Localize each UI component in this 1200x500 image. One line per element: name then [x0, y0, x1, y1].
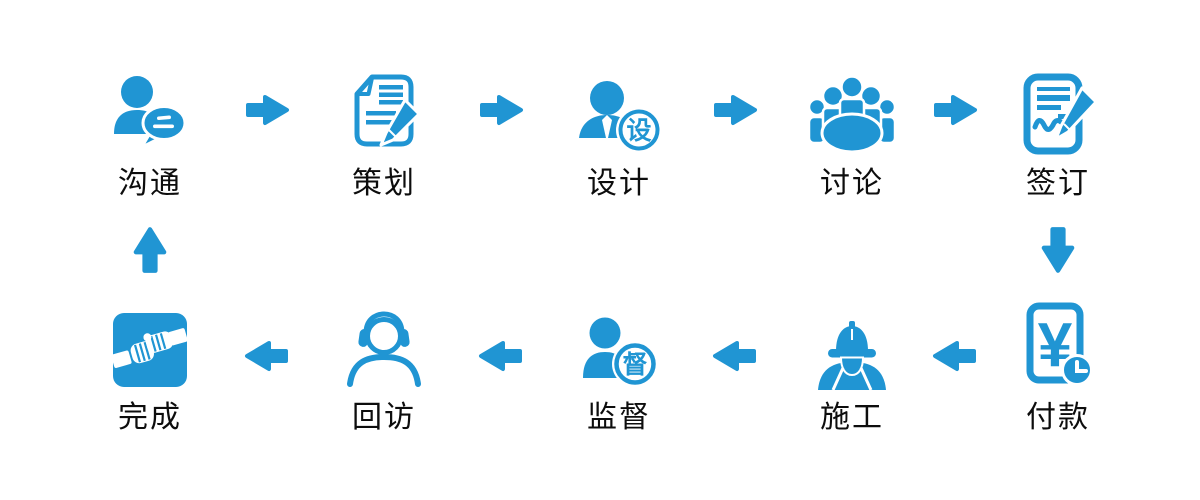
- arrow-down-icon: [1039, 225, 1077, 280]
- step-planning: 策划: [294, 62, 474, 200]
- step-discussion: 讨论: [762, 62, 942, 200]
- arrow-right-icon: [932, 93, 978, 132]
- arrow-right-icon: [244, 93, 290, 132]
- badge-char: 督: [622, 351, 647, 379]
- step-label: 设计: [587, 167, 651, 200]
- step-label: 施工: [820, 401, 884, 434]
- step-label: 签订: [1026, 167, 1090, 200]
- arrow-right-icon: [478, 93, 524, 132]
- arrow-left-icon: [478, 339, 524, 378]
- document-pen-icon: [341, 62, 427, 156]
- step-payment: ¥ 付款: [968, 296, 1148, 434]
- payment-clock-icon: ¥: [1017, 296, 1099, 390]
- step-label: 沟通: [118, 167, 182, 200]
- badge-char: 设: [626, 117, 651, 145]
- step-label: 付款: [1026, 401, 1090, 434]
- step-completion: 完成: [60, 296, 240, 434]
- step-label: 策划: [352, 167, 416, 200]
- construction-worker-icon: [806, 296, 898, 390]
- step-construction: 施工: [762, 296, 942, 434]
- step-follow-up: 回访: [294, 296, 474, 434]
- step-label: 回访: [352, 401, 416, 434]
- step-label: 监督: [587, 401, 651, 434]
- supervisor-badge-icon: 督: [577, 296, 661, 390]
- step-communication: 沟通: [60, 62, 240, 200]
- arrow-right-icon: [712, 93, 758, 132]
- arrow-left-icon: [712, 339, 758, 378]
- step-label: 完成: [118, 401, 182, 434]
- arrow-left-icon: [932, 339, 978, 378]
- arrow-left-icon: [244, 339, 290, 378]
- chat-user-icon: [108, 62, 192, 156]
- meeting-icon: [808, 62, 896, 156]
- designer-badge-icon: 设: [575, 62, 663, 156]
- arrow-up-icon: [131, 225, 169, 280]
- step-signing: 签订: [968, 62, 1148, 200]
- contract-sign-icon: [1014, 62, 1102, 156]
- step-design: 设 设计: [529, 62, 709, 200]
- handshake-icon: [110, 296, 190, 390]
- step-supervision: 督 监督: [529, 296, 709, 434]
- step-label: 讨论: [820, 167, 884, 200]
- headset-user-icon: [340, 296, 428, 390]
